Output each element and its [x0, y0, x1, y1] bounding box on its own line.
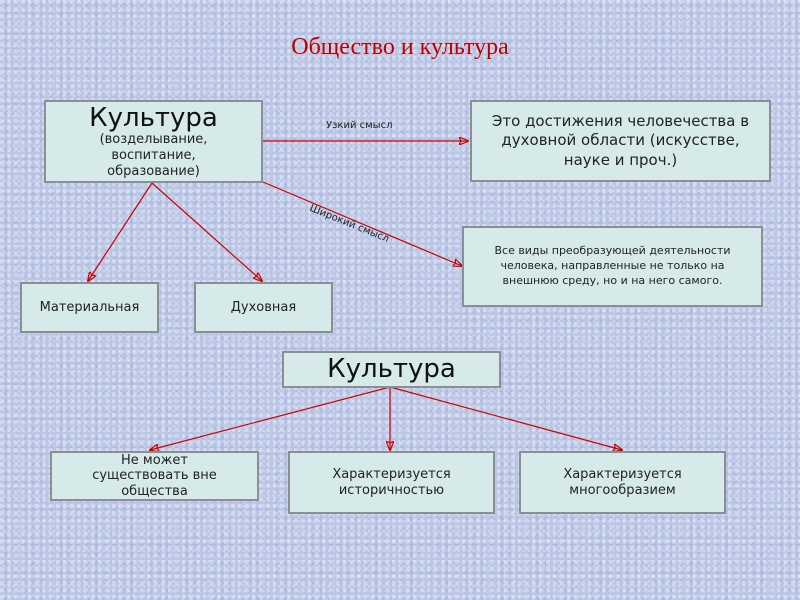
arrow-spiritual: [151, 182, 262, 281]
arrow-broad-meaning: [262, 181, 462, 266]
narrow-definition-box: Это достижения человечества в духовной о…: [470, 100, 771, 182]
narrow-definition-text: Это достижения человечества в духовной о…: [491, 111, 750, 169]
property-society-box: Не может существовать вне общества: [50, 451, 259, 501]
property-historicity-box: Характеризуется историчностью: [288, 451, 495, 514]
arrow-prop-diversity: [389, 386, 622, 450]
arrow-material: [88, 182, 153, 281]
culture-box: Культура (возделывание, воспитание, обра…: [44, 100, 263, 183]
broad-definition-box: Все виды преобразующей деятельности чело…: [462, 226, 763, 307]
property-diversity-box: Характеризуется многообразием: [519, 451, 726, 514]
culture-subtitle: (возделывание, воспитание, образование): [99, 132, 208, 179]
page-title: Общество и культура: [291, 34, 509, 60]
spiritual-culture-label: Духовная: [230, 299, 297, 315]
material-culture-label: Материальная: [39, 299, 140, 315]
property-diversity-text: Характеризуется многообразием: [563, 466, 682, 498]
broad-definition-text: Все виды преобразующей деятельности чело…: [494, 244, 731, 287]
spiritual-culture-box: Духовная: [194, 282, 333, 333]
narrow-meaning-label: Узкий смысл: [326, 120, 393, 131]
arrow-prop-society: [150, 386, 391, 450]
property-society-text: Не может существовать вне общества: [92, 452, 217, 499]
culture-heading: Культура: [89, 102, 218, 133]
culture-box-2: Культура: [282, 351, 501, 388]
material-culture-box: Материальная: [20, 282, 159, 333]
culture-2-heading: Культура: [327, 354, 456, 385]
property-historicity-text: Характеризуется историчностью: [332, 466, 451, 498]
